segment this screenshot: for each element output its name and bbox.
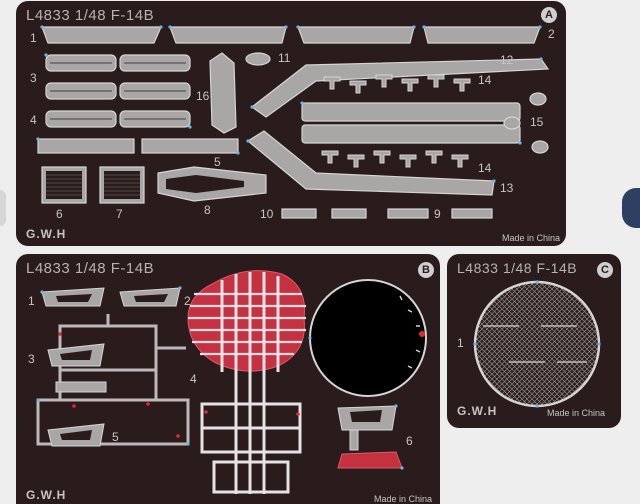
part-number-b6: 6 (406, 434, 413, 448)
part-number-a13: 13 (500, 181, 514, 195)
part-number-a7: 7 (116, 207, 123, 221)
part-number-a14-top: 14 (478, 73, 492, 87)
sheet-c-badge: C (597, 262, 613, 278)
sheet-a-title: L4833 1/48 F-14B (26, 7, 155, 24)
sheet-a-brand-logo: G.W.H (26, 227, 67, 241)
sheet-c-title: L4833 1/48 F-14B (457, 260, 578, 276)
sheet-a-badge: A (541, 7, 557, 23)
part-number-a9: 9 (434, 207, 441, 221)
part-number-a1: 1 (30, 31, 37, 45)
part-number-a15: 15 (530, 115, 544, 129)
viewer-next-arrow[interactable] (622, 188, 640, 228)
part-number-a12: 12 (500, 53, 514, 67)
photo-etch-sheet-b: L4833 1/48 F-14B B (16, 254, 440, 504)
part-number-b5: 5 (112, 430, 119, 444)
part-number-c1: 1 (457, 336, 464, 350)
part-number-a16: 16 (196, 89, 210, 103)
part-number-b2: 2 (184, 294, 191, 308)
part-number-b4: 4 (190, 372, 197, 386)
part-number-a6: 6 (56, 207, 63, 221)
sheet-b-title: L4833 1/48 F-14B (26, 260, 155, 277)
part-number-a11: 11 (278, 51, 291, 65)
photo-etch-sheet-a: L4833 1/48 F-14B A (16, 1, 566, 246)
photo-etch-sheet-c: L4833 1/48 F-14B C 1 G.W.H Made in China (447, 254, 621, 428)
part-number-b3: 3 (28, 352, 35, 366)
viewer-edge-left (0, 190, 6, 226)
part-number-a14-bottom: 14 (478, 161, 492, 175)
sheet-c-brand-logo: G.W.H (457, 404, 498, 418)
sheet-b-badge: B (418, 262, 434, 278)
part-number-a5: 5 (214, 155, 221, 169)
sheet-b-parts-art (36, 270, 427, 494)
part-number-a2: 2 (548, 27, 555, 41)
sheet-c-parts-art (473, 280, 601, 408)
part-number-a4: 4 (30, 113, 37, 127)
part-number-b1: 1 (28, 294, 35, 308)
sheet-a-parts-art (36, 25, 550, 219)
sheet-a-made-in: Made in China (502, 233, 561, 243)
sheet-b-made-in: Made in China (374, 494, 433, 504)
sheet-c-made-in: Made in China (547, 408, 606, 418)
part-number-a10: 10 (260, 207, 274, 221)
part-number-a3: 3 (30, 71, 37, 85)
sheet-b-brand-logo: G.W.H (26, 488, 67, 502)
part-number-a8: 8 (204, 203, 211, 217)
